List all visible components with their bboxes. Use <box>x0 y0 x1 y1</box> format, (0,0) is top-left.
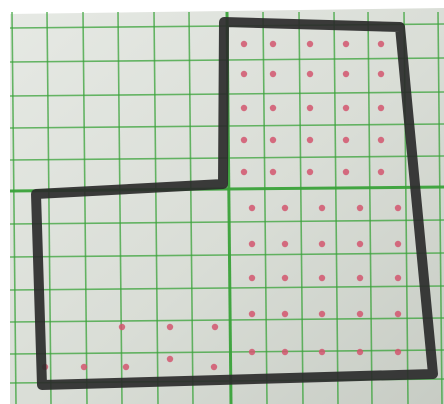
dot-marker <box>212 324 218 330</box>
dot-marker <box>241 137 247 143</box>
dot-marker <box>270 137 276 143</box>
dot-marker <box>343 71 349 77</box>
dot-marker <box>241 41 247 47</box>
dot-marker <box>343 105 349 111</box>
dot-marker <box>395 349 401 355</box>
dot-marker <box>270 169 276 175</box>
dot-marker <box>282 205 288 211</box>
dot-marker <box>241 71 247 77</box>
dot-marker <box>167 356 173 362</box>
dot-marker <box>241 169 247 175</box>
dot-marker <box>378 41 384 47</box>
dot-marker <box>343 137 349 143</box>
dot-marker <box>249 205 255 211</box>
dot-marker <box>319 241 325 247</box>
dot-marker <box>378 105 384 111</box>
dot-marker <box>343 169 349 175</box>
dot-marker <box>357 205 363 211</box>
dot-marker <box>378 71 384 77</box>
dot-marker <box>343 41 349 47</box>
dot-marker <box>395 205 401 211</box>
dot-marker <box>249 349 255 355</box>
dot-marker <box>282 241 288 247</box>
dot-marker <box>270 71 276 77</box>
dot-marker <box>81 364 87 370</box>
dot-marker <box>395 311 401 317</box>
dot-marker <box>319 311 325 317</box>
dot-marker <box>319 349 325 355</box>
dot-marker <box>249 241 255 247</box>
dot-marker <box>395 275 401 281</box>
dot-marker <box>307 41 313 47</box>
dot-marker <box>307 71 313 77</box>
dot-marker <box>249 275 255 281</box>
dot-marker <box>378 169 384 175</box>
dot-marker <box>123 364 129 370</box>
dot-marker <box>319 275 325 281</box>
dot-marker <box>211 364 217 370</box>
dot-marker <box>357 275 363 281</box>
dot-marker <box>270 41 276 47</box>
dot-marker <box>378 137 384 143</box>
dot-marker <box>270 105 276 111</box>
dot-marker <box>307 137 313 143</box>
dot-marker <box>167 324 173 330</box>
dot-marker <box>119 324 125 330</box>
dot-marker <box>282 349 288 355</box>
dot-marker <box>249 311 255 317</box>
dot-marker <box>282 311 288 317</box>
dot-marker <box>357 311 363 317</box>
dot-marker <box>307 169 313 175</box>
dot-marker <box>357 349 363 355</box>
dot-marker <box>319 205 325 211</box>
dot-marker <box>307 105 313 111</box>
dot-marker <box>395 241 401 247</box>
dot-marker <box>241 105 247 111</box>
dot-marker <box>357 241 363 247</box>
dot-marker <box>282 275 288 281</box>
